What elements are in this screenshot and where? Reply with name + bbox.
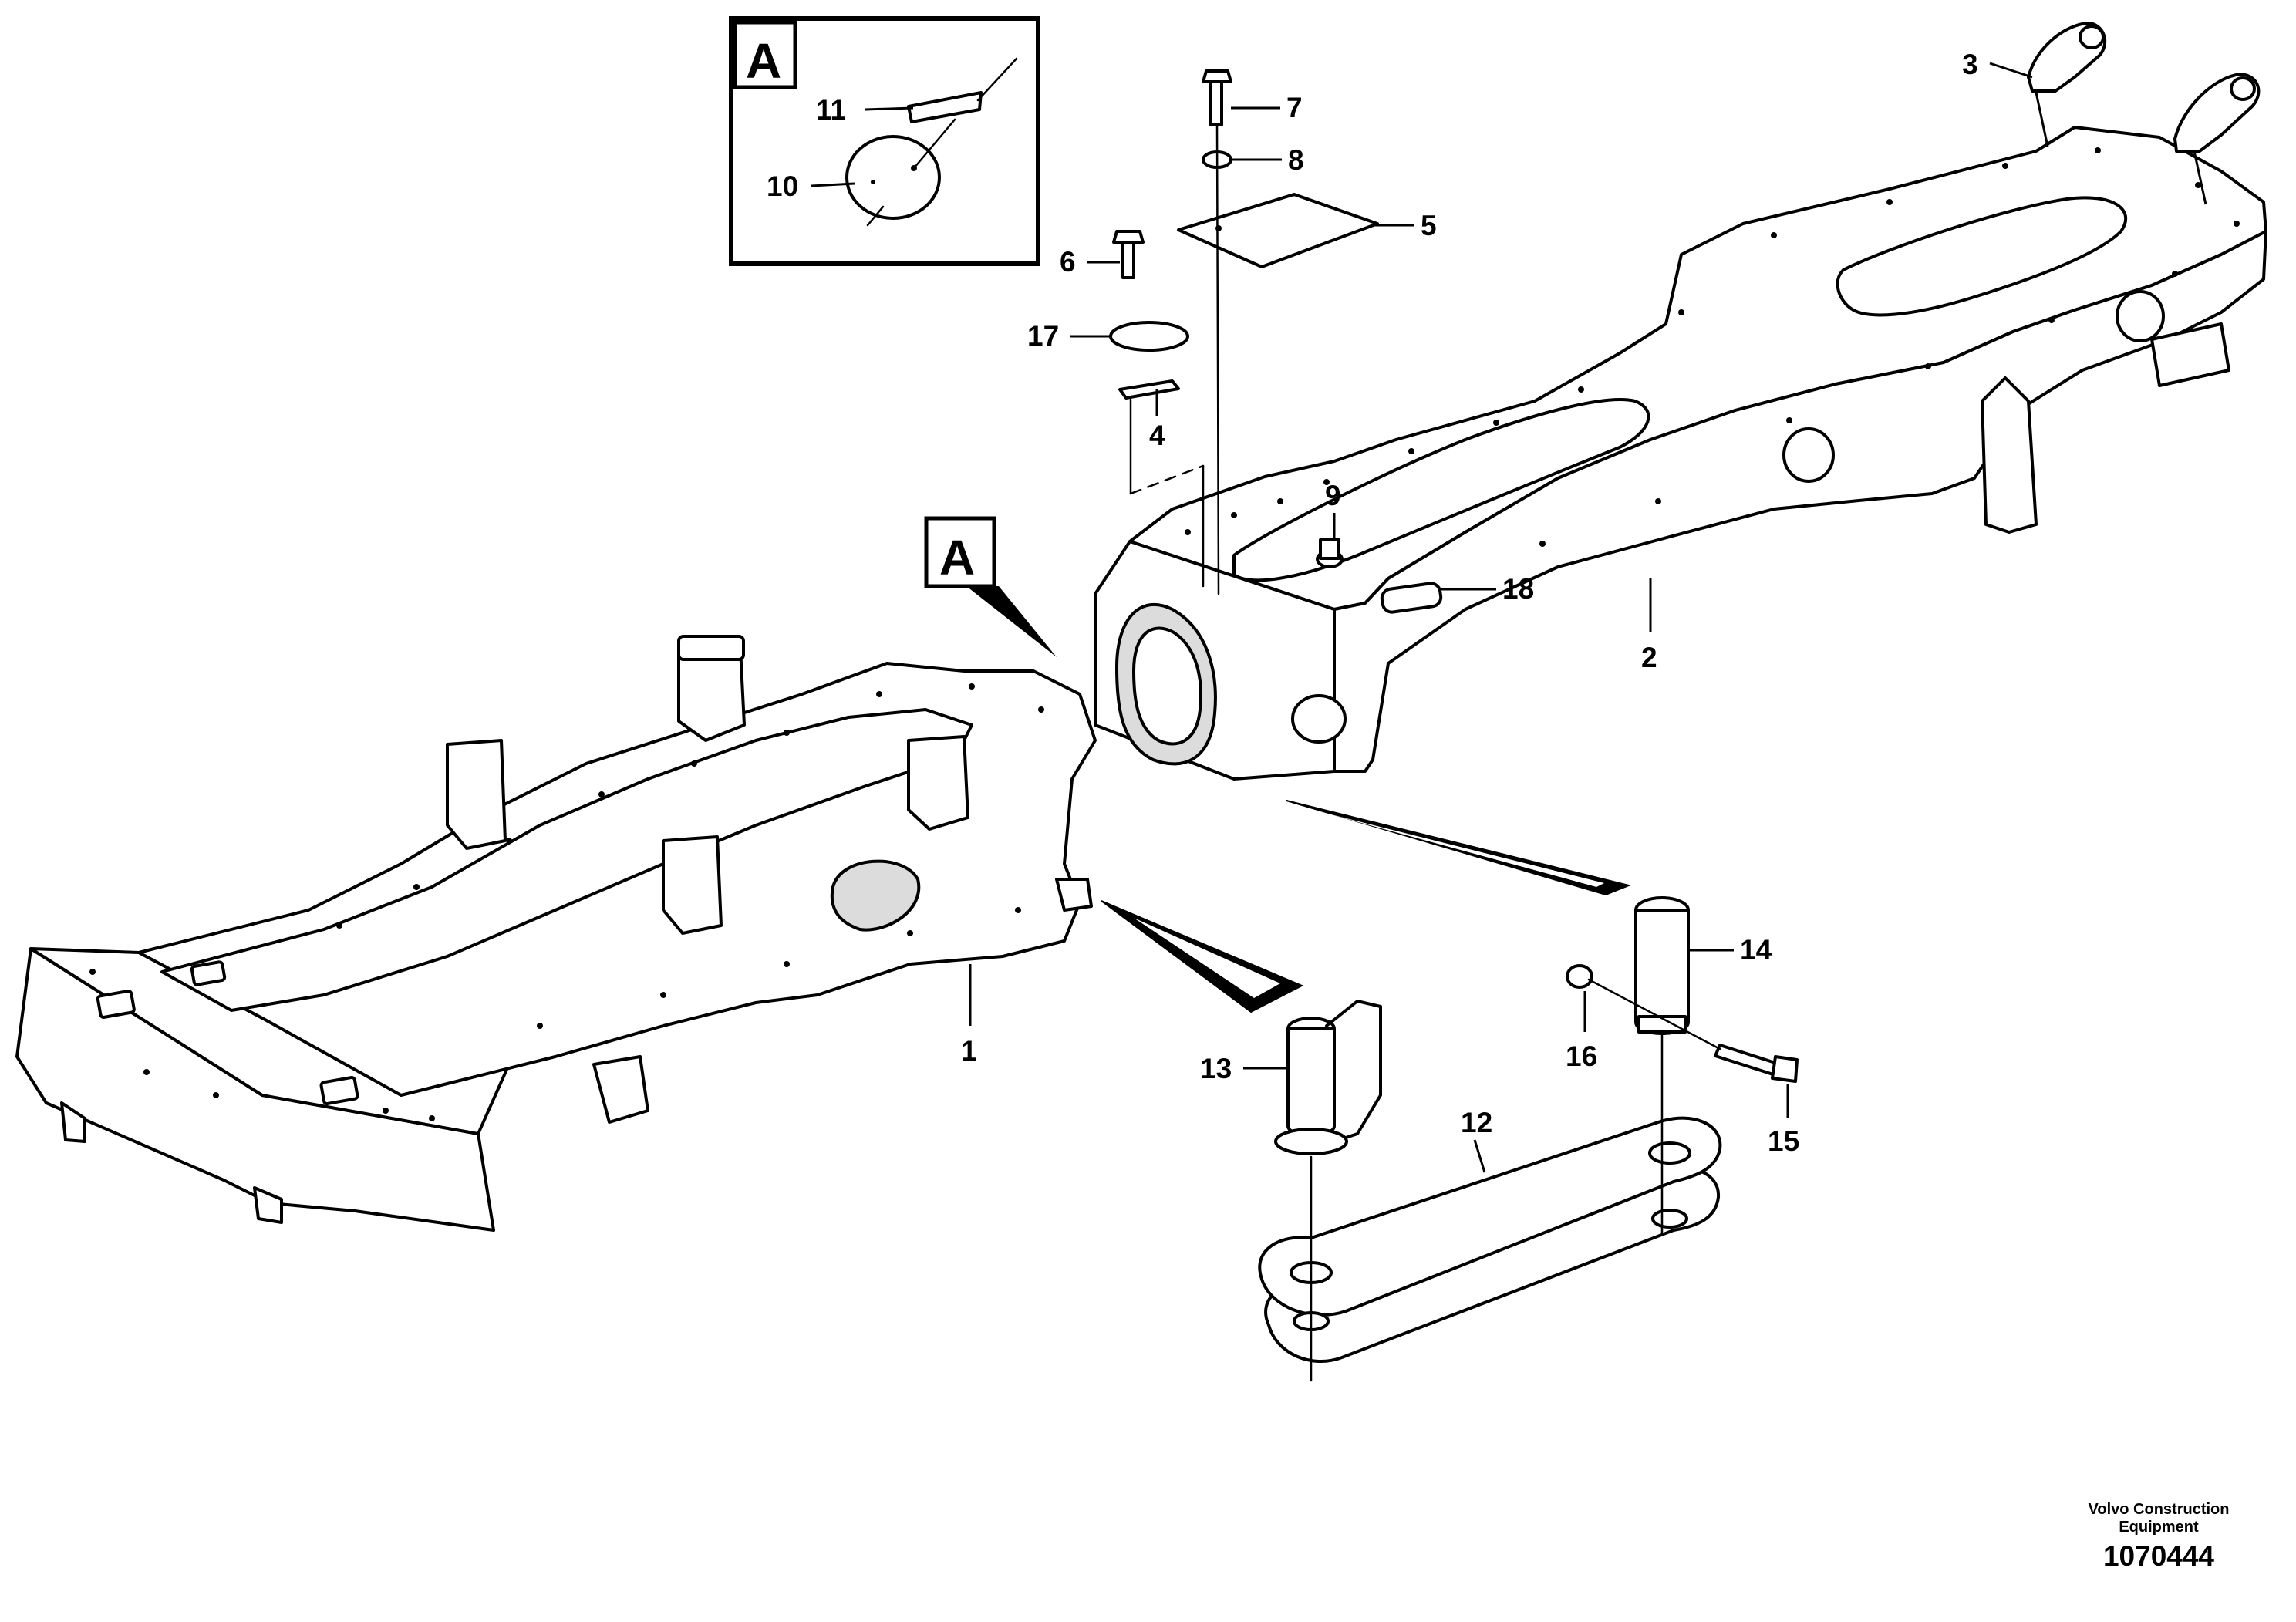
bolt-6-shank — [1121, 241, 1135, 279]
leader-3c — [2193, 150, 2207, 205]
link-12-hole-rear-lower — [1651, 1209, 1688, 1229]
lug-rear — [1055, 878, 1093, 912]
rear-bracket-plate — [1981, 376, 2038, 534]
rear-bracket-lugs — [2150, 322, 2230, 387]
link-12-hole-rear — [1648, 1141, 1691, 1165]
front-frame-bolt-holes — [89, 683, 1044, 1121]
disc-10-shape — [845, 135, 941, 220]
callout-12: 12 — [1461, 1107, 1492, 1138]
bumper-pad-2 — [319, 1076, 359, 1105]
front-bore-inner — [1132, 626, 1202, 746]
publisher-block: Volvo Construction Equipment 1070444 — [2066, 1501, 2251, 1573]
side-boss-2 — [2116, 290, 2165, 342]
callout-3: 3 — [1962, 49, 1978, 80]
leader-3a — [1989, 62, 2033, 79]
callout-a-box — [924, 516, 996, 588]
rear-frame — [1094, 126, 2267, 781]
callout-16: 16 — [1566, 1040, 1597, 1072]
callout-9: 9 — [1325, 480, 1341, 511]
callout-10: 10 — [767, 170, 798, 202]
pad-3-left-eye — [2079, 25, 2105, 49]
rear-frame-bolt-holes — [1185, 147, 2240, 547]
link-assembly — [1243, 896, 1799, 1382]
callout-a-pointer — [966, 586, 1057, 657]
pads-3 — [2027, 22, 2261, 153]
rear-frame-slot-front — [1232, 398, 1650, 582]
pivot-bowl — [830, 859, 921, 932]
callout-11: 11 — [816, 94, 846, 126]
rear-frame-side — [1333, 230, 2267, 773]
plate-11-shape — [907, 91, 983, 123]
callout-14: 14 — [1740, 934, 1772, 966]
plate-4 — [1118, 379, 1180, 400]
bolt-6-head — [1112, 230, 1145, 244]
pedestal-2 — [446, 739, 507, 850]
plug-9-body — [1319, 538, 1340, 560]
pin-13-chain — [1325, 1000, 1382, 1143]
bolt-7-head — [1202, 69, 1232, 83]
callout-labels: 1 2 3 4 5 6 7 8 9 12 13 14 15 16 17 18 — [961, 49, 1978, 1157]
plate-11-centerline — [976, 57, 1018, 102]
leader-10 — [811, 182, 855, 187]
callout-a-letter: A — [939, 530, 975, 585]
bolt-15-shank — [1714, 1044, 1782, 1077]
lug-mid — [592, 1055, 649, 1124]
callout-13: 13 — [1200, 1053, 1232, 1084]
side-boss-1 — [1782, 427, 1835, 483]
callout-15: 15 — [1768, 1125, 1799, 1157]
plate-5 — [1177, 193, 1379, 268]
front-frame — [15, 635, 1097, 1232]
pin-13-body — [1286, 1027, 1336, 1137]
callout-2: 2 — [1641, 642, 1657, 673]
bolt-7-shank — [1209, 80, 1223, 126]
pad-3-right-eye — [2230, 76, 2256, 101]
callout-8: 8 — [1288, 144, 1304, 176]
pedestal-1 — [677, 646, 746, 742]
detail-callout-a: A — [924, 516, 1057, 657]
detail-view-a: A 11 10 — [729, 16, 1040, 266]
disc-10-hole2 — [871, 180, 875, 184]
detail-frame — [729, 16, 1040, 266]
bolt-15-head — [1771, 1055, 1799, 1083]
disc-17 — [1109, 321, 1189, 352]
pointer-upper-inner — [1319, 811, 1604, 887]
lug-front-left — [60, 1101, 86, 1143]
axis-stack-main — [1215, 123, 1220, 595]
callout-1: 1 — [961, 1035, 977, 1067]
lug-front-right — [253, 1186, 283, 1224]
callout-7: 7 — [1286, 92, 1303, 123]
front-boss — [1291, 694, 1347, 744]
callout-4: 4 — [1149, 420, 1165, 451]
detail-letter-box — [733, 20, 797, 89]
detail-axis-lower — [866, 205, 885, 227]
bumper-pad-1 — [96, 989, 136, 1019]
pedestal-3 — [907, 735, 969, 831]
leader-11 — [865, 106, 914, 111]
pedestal-1-cap — [677, 635, 745, 661]
leader-12 — [1473, 1139, 1486, 1173]
brand-line-2: Equipment — [2119, 1519, 2199, 1536]
slot-18-shape — [1380, 582, 1443, 614]
drawing-number: 1070444 — [2102, 1540, 2215, 1572]
axis-bolt-15 — [1587, 978, 1721, 1050]
rail-pad-1 — [190, 960, 227, 986]
rear-frame-slot-rear — [1836, 196, 2127, 317]
callout-17: 17 — [1027, 320, 1059, 352]
explode-pointers — [1101, 800, 1632, 1013]
brand-line-1: Volvo Construction — [2088, 1501, 2230, 1518]
detail-letter: A — [746, 33, 781, 89]
pedestal-4 — [662, 835, 723, 935]
pointer-lower-inner — [1134, 918, 1280, 998]
callout-18: 18 — [1502, 573, 1534, 605]
pin-14-flange — [1637, 1015, 1687, 1034]
callout-6: 6 — [1060, 246, 1076, 278]
axis-stack-dashed — [1129, 464, 1205, 495]
detail-axis — [912, 118, 956, 170]
callout-5: 5 — [1421, 210, 1437, 241]
pin-13-ring — [1274, 1128, 1348, 1155]
leader-3b — [2035, 92, 2049, 147]
top-parts-stack — [1070, 62, 2207, 632]
washer-16 — [1566, 964, 1593, 989]
